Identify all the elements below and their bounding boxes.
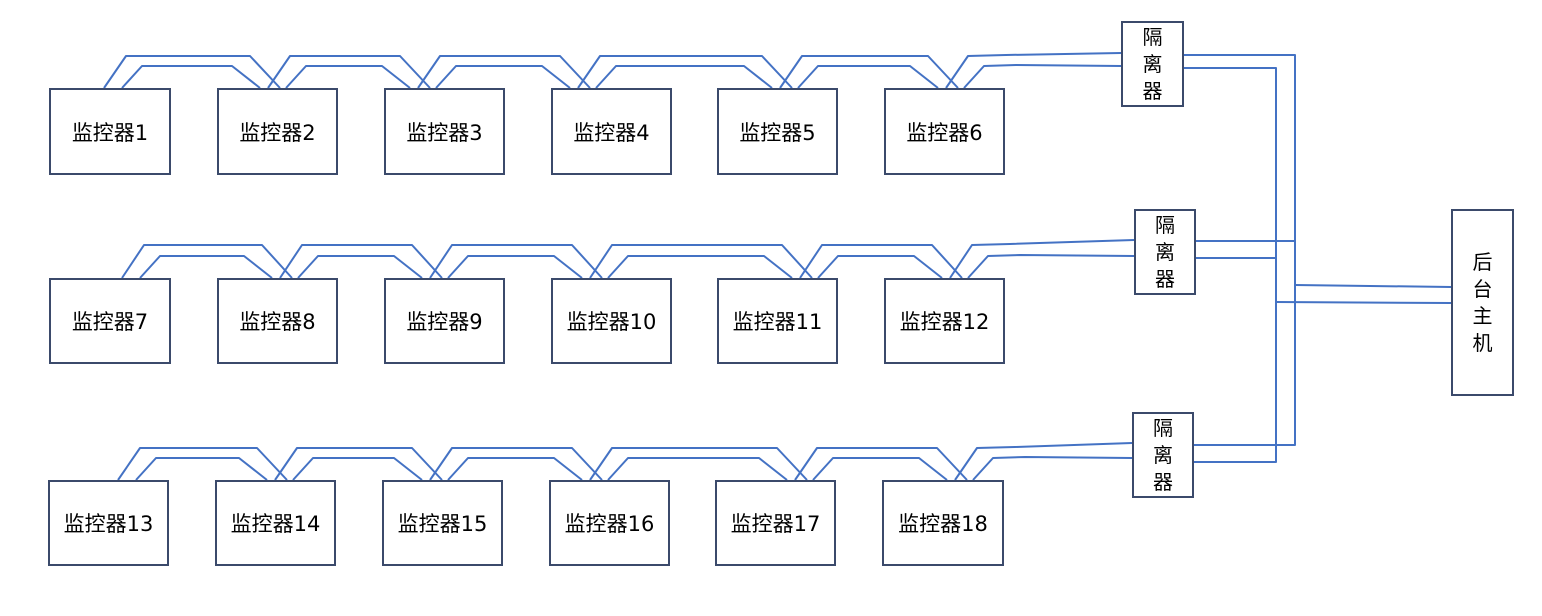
host-char-4: 机 — [1472, 330, 1493, 355]
row-3-wire-a-4 — [589, 447, 808, 481]
row-3-wire-b-2 — [292, 457, 423, 481]
monitor-2: 监控器2 — [217, 88, 338, 175]
isolator-1: 隔 离 器 — [1121, 21, 1184, 107]
monitor-14: 监控器14 — [215, 480, 336, 566]
monitor-13: 监控器13 — [48, 480, 169, 566]
isolator-1-char-2: 离 — [1142, 51, 1163, 76]
isolator-1-char-3: 器 — [1142, 78, 1163, 103]
row-1-wire-a-1 — [103, 55, 281, 89]
monitor-9: 监控器9 — [384, 278, 505, 364]
isolator-2: 隔 离 器 — [1134, 209, 1196, 295]
monitor-3: 监控器3 — [384, 88, 505, 175]
isolator-3-char-1: 隔 — [1153, 415, 1173, 440]
monitor-17: 监控器17 — [715, 480, 836, 566]
row-1-wire-a-4 — [577, 55, 793, 89]
backend-host: 后 台 主 机 — [1451, 209, 1514, 396]
row-3-wire-a-5 — [794, 447, 968, 481]
row-1-wire-a-6 — [945, 52, 1122, 89]
row-2-wire-b-3 — [447, 255, 583, 279]
row-2-wire-b-5 — [817, 255, 943, 279]
row-3-wire-b-6 — [972, 456, 1133, 481]
monitor-4: 监控器4 — [551, 88, 672, 175]
row-2-wire-b-4 — [607, 255, 793, 279]
monitor-6: 监控器6 — [884, 88, 1005, 175]
host-char-2: 台 — [1472, 276, 1493, 301]
host-feed-inner — [1275, 301, 1452, 304]
row-2-wire-a-2 — [279, 244, 443, 279]
isolator-3-char-2: 离 — [1153, 442, 1173, 467]
row-2-wire-a-1 — [121, 244, 293, 279]
row-2-wire-a-6 — [949, 239, 1135, 279]
isolator-3: 隔 离 器 — [1132, 412, 1194, 498]
monitor-5: 监控器5 — [717, 88, 838, 175]
monitor-18: 监控器18 — [882, 480, 1004, 566]
isolator-2-char-3: 器 — [1155, 266, 1175, 291]
row-3-wire-b-1 — [135, 457, 268, 481]
row-1-wire-b-2 — [285, 65, 411, 89]
row-3-wire-a-1 — [117, 447, 288, 481]
monitor-15: 监控器15 — [382, 480, 503, 566]
monitor-16: 监控器16 — [549, 480, 670, 566]
row-1-wire-b-3 — [435, 65, 571, 89]
trunk-inner — [1183, 67, 1277, 463]
row-3-wire-a-2 — [274, 447, 443, 481]
row-3-wire-a-6 — [954, 442, 1133, 481]
monitor-7: 监控器7 — [49, 278, 171, 364]
isolator-2-char-1: 隔 — [1155, 212, 1175, 237]
isolator-2-char-2: 离 — [1155, 239, 1175, 264]
row-1-wire-b-4 — [595, 65, 773, 89]
monitor-10: 监控器10 — [551, 278, 672, 364]
row-2-wire-a-5 — [799, 244, 963, 279]
row-1-wire-a-3 — [417, 55, 591, 89]
row-1-wire-a-2 — [267, 55, 431, 89]
isolator-3-char-3: 器 — [1153, 469, 1173, 494]
row-3-wire-a-3 — [429, 447, 603, 481]
row-3-wire-b-5 — [812, 457, 948, 481]
row-2-wire-a-3 — [429, 244, 603, 279]
trunk-outer — [1183, 54, 1296, 446]
monitor-8: 监控器8 — [217, 278, 338, 364]
monitor-12: 监控器12 — [884, 278, 1005, 364]
row-2-wire-b-2 — [297, 255, 423, 279]
row-1-wire-b-1 — [121, 65, 261, 89]
row-3-wire-b-3 — [447, 457, 583, 481]
isolator-1-char-1: 隔 — [1142, 24, 1163, 49]
row-2-wire-a-4 — [589, 244, 813, 279]
host-feed-outer — [1294, 284, 1452, 288]
row-2-wire-b-6 — [967, 254, 1135, 279]
row-1-wire-b-5 — [797, 65, 939, 89]
host-char-1: 后 — [1472, 249, 1493, 274]
row-2-wire-b-1 — [139, 255, 273, 279]
row-1-wire-b-6 — [963, 64, 1122, 89]
monitor-1: 监控器1 — [49, 88, 171, 175]
host-char-3: 主 — [1472, 303, 1493, 328]
row-3-wire-b-4 — [607, 457, 788, 481]
row-1-wire-a-5 — [779, 55, 959, 89]
monitor-11: 监控器11 — [717, 278, 838, 364]
